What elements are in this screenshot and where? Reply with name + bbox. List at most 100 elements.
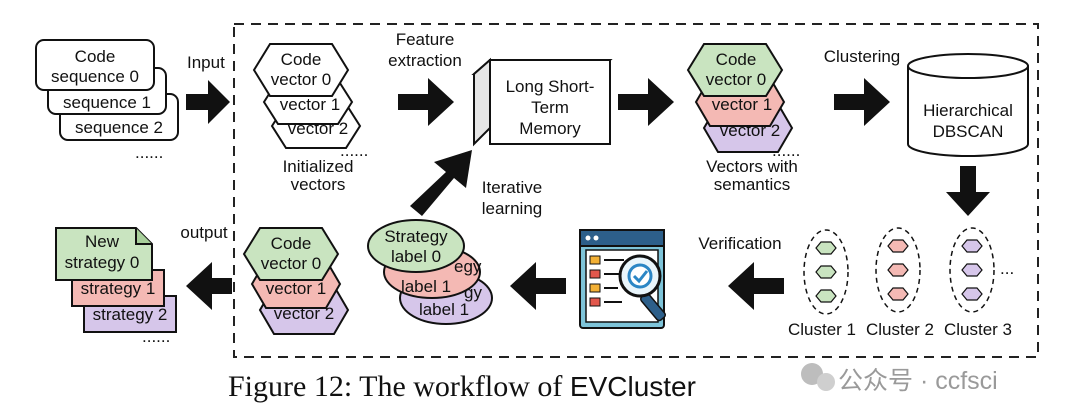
lstm-output-arrow [618,78,674,126]
cluster-2-label: Cluster 2 [866,320,934,339]
code-sequence-stack: Code sequence 0 sequence 1 sequence 2 ..… [35,39,179,162]
cluster-1-hex [815,241,837,255]
strategy-label-stack: Strategy label 0 egy label 1 gy label 1 [367,219,493,325]
new-strategy-0-line2: strategy 0 [65,253,140,272]
new-strategy-stack: New strategy 0 strategy 1 strategy 2 ...… [55,227,177,346]
caption-name: EVCluster [570,371,696,402]
input-arrow [186,80,230,124]
initialized-label-1: Initialized [283,157,354,176]
check-circle [627,263,653,289]
watermark: 公众号 · ccfsci [801,363,998,395]
out-vector-0-line1: Code [271,234,312,253]
iterative-learning-arrow [410,150,472,216]
doc-corner-fold [135,228,152,245]
lstm-line2: Term [531,98,569,117]
initialized-label-2: vectors [291,175,346,194]
report-dot [585,235,591,241]
feature-label-1: Feature [396,30,455,49]
watermark-text: 公众号 · ccfsci [838,367,998,395]
dbscan-cylinder-body [907,66,1029,157]
semantic-vector-stack: Code vector 0 vector 1 vector 2 ...... V… [686,43,800,194]
semantics-label-1: Vectors with [706,157,798,176]
new-strategy-ellipsis: ...... [142,327,170,346]
sequence-0-line2: sequence 0 [51,67,139,86]
lstm-line1: Long Short- [506,77,595,96]
out-vector-2-label: vector 2 [274,304,334,323]
strategy-label-0-ellipse [367,219,465,273]
cluster-1-label: Cluster 1 [788,320,856,339]
cluster-ellipsis: ... [1000,259,1014,278]
cluster-2-hex [887,239,909,253]
lstm-box: Long Short- Term Memory [471,57,613,147]
new-strategy-1-label: strategy 1 [81,279,156,298]
caption-prefix: Figure 12: The workflow of [228,370,570,403]
sem-vector-2-label: vector 2 [720,121,780,140]
sequence-2-label: sequence 2 [75,118,163,137]
out-vector-0-hex [242,227,340,281]
report-bullet [589,269,601,279]
cluster-2: Cluster 2 [866,227,934,339]
strategy-label-0-line2: label 0 [391,247,441,266]
init-vector-0-hex [252,43,350,97]
new-strategy-2-label: strategy 2 [93,305,168,324]
dashed-frame [233,23,1039,358]
init-vector-1-label: vector 1 [280,95,340,114]
dbscan-line2: DBSCAN [933,122,1004,141]
lstm-line3: Memory [519,119,581,138]
cluster-2-hex [887,263,909,277]
semantics-label-2: semantics [714,175,791,194]
cluster-2-outline [875,227,921,313]
dbscan-cylinder: Hierarchical DBSCAN [907,53,1029,157]
strategy-arrow [510,262,566,310]
init-vector-0-line1: Code [281,50,322,69]
lstm-box-side [473,57,491,147]
init-vector-ellipsis: ...... [340,141,368,160]
strategy-doc-0 [55,227,153,281]
cluster-1-hex [815,289,837,303]
feature-extraction-arrow [398,78,454,126]
sequence-ellipsis: ...... [135,143,163,162]
report-dot [593,235,599,241]
cluster-1-outline [803,229,849,315]
check-mark-icon [632,270,649,284]
verification-arrow [728,262,784,310]
cluster-3-outline [949,227,995,313]
strategy-label-1-text: label 1 [401,277,451,296]
input-label: Input [187,53,225,72]
cluster-3-hex [961,263,983,277]
sem-vector-1-label: vector 1 [712,95,772,114]
report-header [579,229,665,247]
cluster-3: Cluster 3 [944,227,1012,339]
dbscan-line1: Hierarchical [923,101,1013,120]
verification-report-icon [579,229,666,329]
out-vector-0-line2: vector 0 [261,254,321,273]
strategy-label-2-text: label 1 [419,300,469,319]
init-vector-0-line2: vector 0 [271,70,331,89]
new-strategy-0-line1: New [85,232,120,251]
clustering-arrow [834,78,890,126]
report-bullet [589,297,601,307]
output-vector-stack: Code vector 0 vector 1 vector 2 [242,227,350,335]
report-bullet [589,255,601,265]
report-bullet [589,283,601,293]
sequence-card-0 [35,39,155,91]
output-label: output [180,223,228,242]
sem-vector-ellipsis: ...... [772,141,800,160]
initialized-vector-stack: Code vector 0 vector 1 vector 2 ...... I… [252,43,368,194]
sem-vector-0-line2: vector 0 [706,70,766,89]
dbscan-down-arrow [946,166,990,216]
cluster-1-hex [815,265,837,279]
cluster-2-hex [887,287,909,301]
clustering-label: Clustering [824,47,901,66]
cluster-3-hex [961,287,983,301]
cluster-1: Cluster 1 [788,229,856,339]
strategy-label-1-peek: egy [454,257,482,276]
output-arrow [186,262,232,310]
feature-label-2: extraction [388,51,462,70]
dbscan-cylinder-top [907,53,1029,79]
sequence-0-line1: Code [75,47,116,66]
init-vector-2-label: vector 2 [288,119,348,138]
strategy-label-0-line1: Strategy [384,227,448,246]
iterative-label-2: learning [482,199,543,218]
cluster-3-label: Cluster 3 [944,320,1012,339]
